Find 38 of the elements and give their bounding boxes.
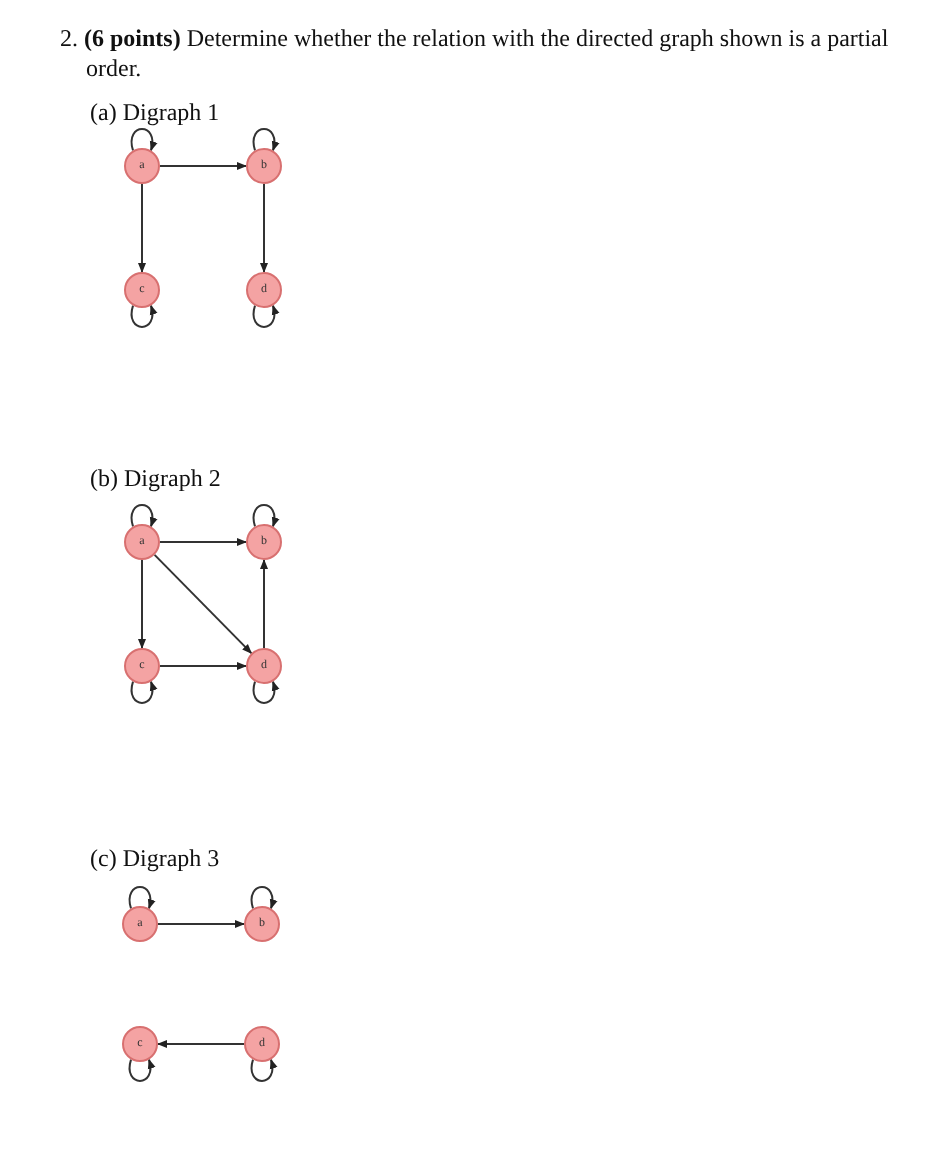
vertex-circle [244, 906, 280, 942]
self-loop-arrow [130, 128, 157, 152]
subheading: (a) Digraph 1 [90, 98, 222, 128]
vertex-circle [124, 148, 160, 184]
arrow [153, 553, 253, 655]
self-loop-arrow [130, 304, 157, 328]
vertex-circle [246, 648, 282, 684]
self-loop-arrow [252, 504, 279, 528]
vertex-circle [122, 906, 158, 942]
vertex-circle [246, 148, 282, 184]
self-loop-arrow [130, 680, 157, 704]
arrow [157, 1040, 245, 1048]
self-loop-arrow [252, 680, 279, 704]
arrow [260, 183, 268, 273]
vertex-circle [244, 1026, 280, 1062]
self-loop-arrow [130, 504, 157, 528]
vertex-circle [246, 272, 282, 308]
arrow [159, 162, 247, 170]
arrow [260, 559, 268, 649]
question-text: 2. (6 points) Determine whether the relation with the directed graph shown is a partial order. [60, 24, 891, 84]
self-loop-arrow [128, 1058, 155, 1082]
self-loop-arrow [252, 128, 279, 152]
subheading: (b) Digraph 2 [90, 464, 223, 494]
vertex-circle [124, 648, 160, 684]
self-loop-arrow [250, 886, 277, 910]
self-loop-arrow [128, 886, 155, 910]
vertex-circle [246, 524, 282, 560]
arrow [138, 559, 146, 649]
vertex-circle [124, 524, 160, 560]
vertex-circle [122, 1026, 158, 1062]
vertex-circle [124, 272, 160, 308]
self-loop-arrow [252, 304, 279, 328]
arrow [159, 662, 247, 670]
self-loop-arrow [250, 1058, 277, 1082]
arrow [157, 920, 245, 928]
arrow [159, 538, 247, 546]
subheading: (c) Digraph 3 [90, 844, 222, 874]
arrow [138, 183, 146, 273]
